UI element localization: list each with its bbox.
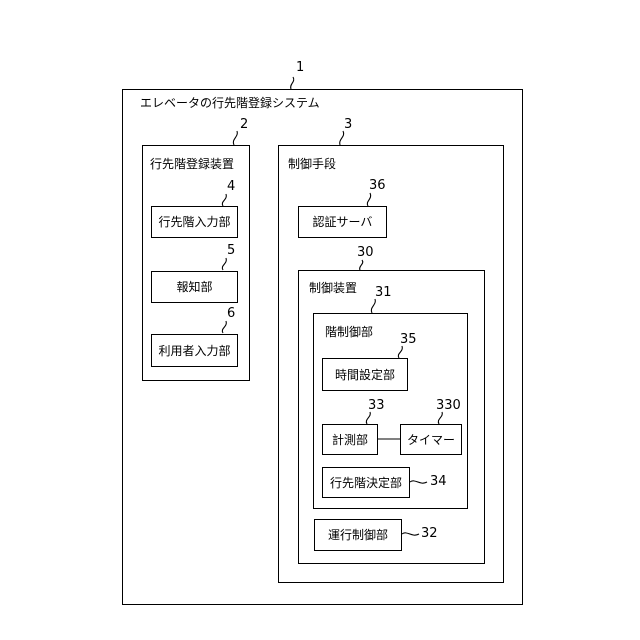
control-means-title: 制御手段 xyxy=(288,157,336,171)
destination-input-unit-label: 行先階入力部 xyxy=(152,215,237,229)
destination-input-unit: 行先階入力部 xyxy=(151,206,238,238)
user-input-unit: 利用者入力部 xyxy=(151,334,238,367)
ref-1: 1 xyxy=(296,61,304,75)
operation-control-unit-label: 運行制御部 xyxy=(315,528,401,542)
system-title: エレベータの行先階登録システム xyxy=(140,96,320,110)
notification-unit-label: 報知部 xyxy=(152,280,237,294)
registration-device-title: 行先階登録装置 xyxy=(150,157,234,171)
auth-server: 認証サーバ xyxy=(298,206,387,238)
auth-server-label: 認証サーバ xyxy=(299,215,386,229)
measurement-unit-label: 計測部 xyxy=(323,433,377,447)
destination-decision-unit: 行先階決定部 xyxy=(322,467,410,498)
timer-unit: タイマー xyxy=(400,424,462,455)
time-setting-unit-label: 時間設定部 xyxy=(323,368,407,382)
timer-unit-label: タイマー xyxy=(401,433,461,447)
measurement-unit: 計測部 xyxy=(322,424,378,455)
destination-decision-unit-label: 行先階決定部 xyxy=(323,476,409,490)
floor-control-title: 階制御部 xyxy=(325,325,373,339)
leader-1 xyxy=(291,77,294,89)
operation-control-unit: 運行制御部 xyxy=(314,519,402,551)
user-input-unit-label: 利用者入力部 xyxy=(152,344,237,358)
time-setting-unit: 時間設定部 xyxy=(322,358,408,391)
notification-unit: 報知部 xyxy=(151,271,238,303)
control-device-title: 制御装置 xyxy=(309,281,357,295)
